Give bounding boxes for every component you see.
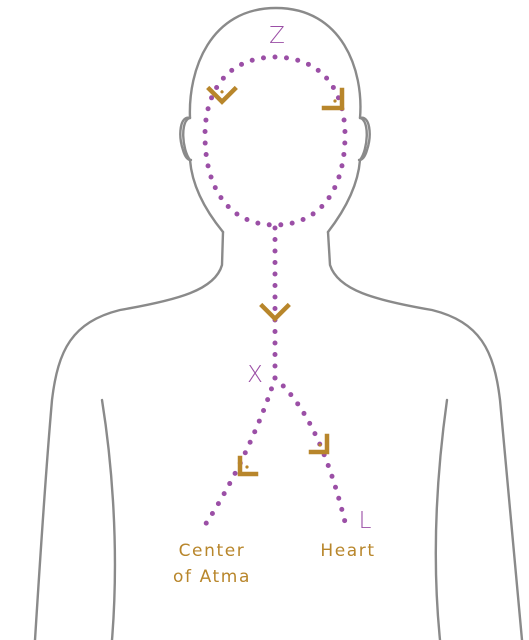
label-heart: Heart (320, 541, 375, 561)
label-center-line1: Center (179, 541, 246, 561)
label-center-line2: of Atma (173, 567, 251, 587)
arrow-center-of-atma-icon (240, 458, 256, 474)
right-arm-line (436, 400, 447, 640)
body-outline (35, 8, 522, 640)
left-arm-line (102, 400, 115, 640)
energy-paths (205, 57, 345, 525)
label-x: X (247, 362, 263, 388)
center-of-atma-path (205, 378, 275, 525)
label-z: Z (269, 23, 285, 49)
torso-outline-right (328, 232, 522, 640)
arrow-heart-icon (311, 436, 327, 452)
label-l: L (359, 508, 372, 534)
face-loop-path (205, 57, 345, 225)
